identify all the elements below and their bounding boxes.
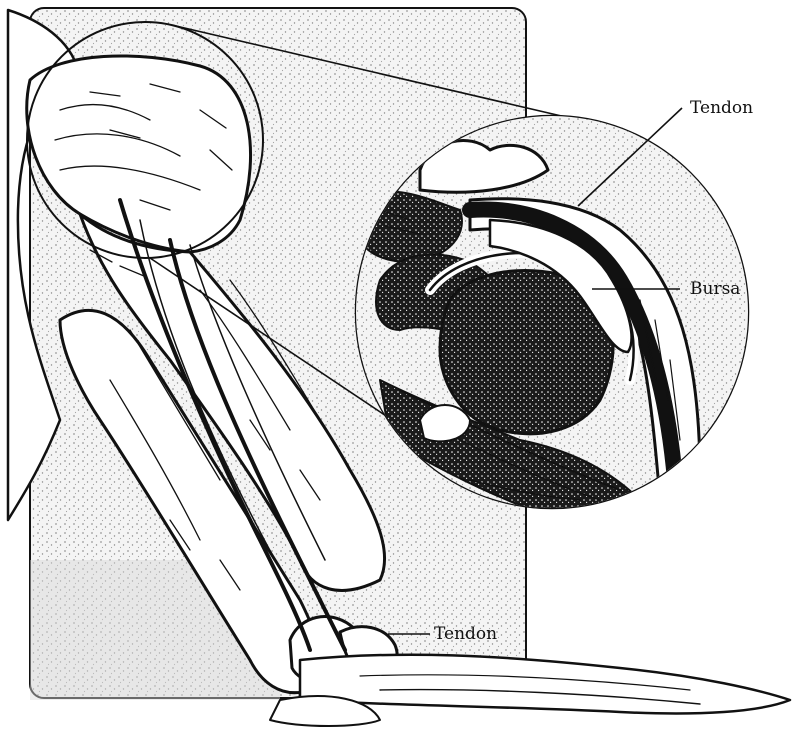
label-tendon-bottom: Tendon: [434, 624, 497, 644]
label-bursa: Bursa: [690, 279, 740, 299]
label-tendon-top: Tendon: [690, 98, 753, 118]
